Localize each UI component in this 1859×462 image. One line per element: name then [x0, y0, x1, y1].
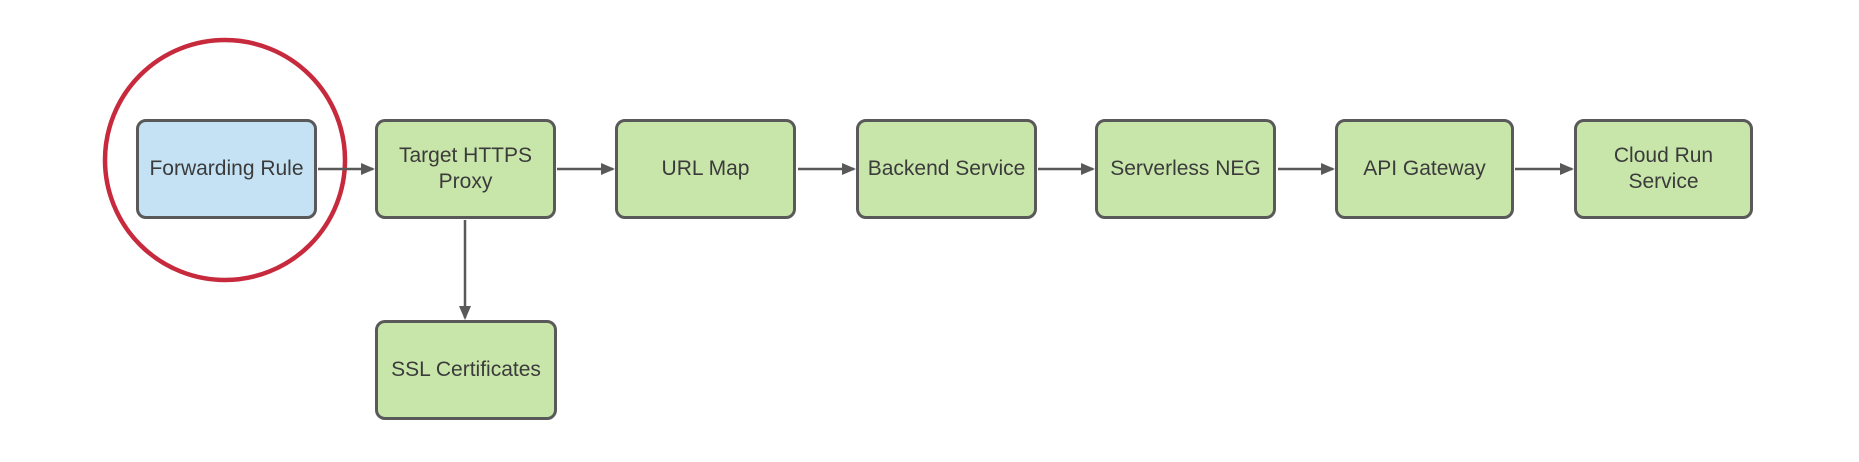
- node-cloud-run-service-label: Cloud Run Service: [1613, 144, 1714, 193]
- node-url-map: URL Map: [615, 119, 796, 219]
- node-backend-service: Backend Service: [856, 119, 1037, 219]
- node-ssl-certificates-label: SSL Certificates: [391, 358, 541, 381]
- node-target-https-proxy-label: Target HTTPS Proxy: [398, 144, 533, 193]
- node-api-gateway: API Gateway: [1335, 119, 1514, 219]
- node-url-map-label: URL Map: [661, 157, 750, 180]
- node-target-https-proxy: Target HTTPS Proxy: [375, 119, 556, 219]
- node-api-gateway-label: API Gateway: [1363, 157, 1486, 180]
- node-forwarding-rule-label: Forwarding Rule: [149, 157, 304, 180]
- node-cloud-run-service: Cloud Run Service: [1574, 119, 1753, 219]
- node-serverless-neg-label: Serverless NEG: [1110, 157, 1261, 180]
- node-forwarding-rule: Forwarding Rule: [136, 119, 317, 219]
- node-backend-service-label: Backend Service: [867, 157, 1026, 180]
- node-serverless-neg: Serverless NEG: [1095, 119, 1276, 219]
- node-ssl-certificates: SSL Certificates: [375, 320, 557, 420]
- highlight-ellipse: [102, 37, 348, 283]
